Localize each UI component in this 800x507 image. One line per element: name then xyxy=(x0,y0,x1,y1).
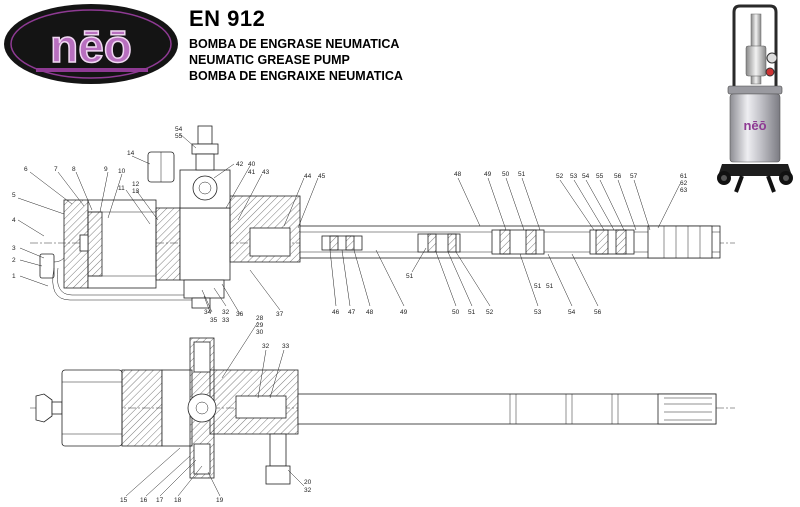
svg-text:12: 12 xyxy=(132,181,140,188)
svg-text:45: 45 xyxy=(318,173,326,180)
svg-text:9: 9 xyxy=(104,166,108,173)
model-number: EN 912 xyxy=(189,6,266,31)
title-catalan: BOMBA DE ENGRAIXE NEUMATICA xyxy=(189,69,403,83)
top-section-view: 6 5 4 3 2 1 7 8 9 10 11 12 13 14 54 55 4… xyxy=(12,125,735,324)
svg-text:17: 17 xyxy=(156,497,164,504)
neo-logo: nēō xyxy=(4,4,178,84)
svg-text:34: 34 xyxy=(204,309,212,316)
svg-text:43: 43 xyxy=(262,169,270,176)
svg-text:30: 30 xyxy=(256,329,264,336)
svg-text:8: 8 xyxy=(72,166,76,173)
svg-text:19: 19 xyxy=(216,497,224,504)
title-spanish: BOMBA DE ENGRASE NEUMATICA xyxy=(189,37,400,51)
svg-text:47: 47 xyxy=(348,309,356,316)
svg-text:48: 48 xyxy=(454,171,462,178)
svg-text:51: 51 xyxy=(518,171,526,178)
svg-text:nēō: nēō xyxy=(50,20,132,72)
svg-text:57: 57 xyxy=(630,173,638,180)
svg-text:33: 33 xyxy=(222,317,230,324)
svg-text:56: 56 xyxy=(614,173,622,180)
svg-text:54: 54 xyxy=(175,126,183,133)
svg-text:33: 33 xyxy=(282,343,290,350)
svg-text:42: 42 xyxy=(236,161,244,168)
technical-drawing: 6 5 4 3 2 1 7 8 9 10 11 12 13 14 54 55 4… xyxy=(12,125,735,504)
product-photo: nēō xyxy=(717,4,793,193)
svg-text:7: 7 xyxy=(54,166,58,173)
bottom-view: 28 29 30 32 33 15 16 17 18 19 20 32 xyxy=(30,315,735,504)
svg-text:3: 3 xyxy=(12,245,16,252)
svg-text:29: 29 xyxy=(256,322,264,329)
svg-text:52: 52 xyxy=(556,173,564,180)
svg-text:32: 32 xyxy=(222,309,230,316)
header: nēō EN 912 BOMBA DE ENGRASE NEUMATICA NE… xyxy=(0,0,800,193)
svg-text:10: 10 xyxy=(118,168,126,175)
svg-text:63: 63 xyxy=(680,187,688,194)
svg-text:20: 20 xyxy=(304,479,312,486)
svg-text:18: 18 xyxy=(174,497,182,504)
svg-text:35: 35 xyxy=(210,317,218,324)
svg-text:62: 62 xyxy=(680,180,688,187)
svg-text:49: 49 xyxy=(484,171,492,178)
svg-text:5: 5 xyxy=(12,192,16,199)
svg-text:14: 14 xyxy=(127,150,135,157)
svg-text:50: 50 xyxy=(502,171,510,178)
callouts-top: 6 5 4 3 2 1 7 8 9 10 11 12 13 14 54 55 4… xyxy=(12,126,688,324)
svg-text:32: 32 xyxy=(262,343,270,350)
svg-text:1: 1 xyxy=(12,273,16,280)
svg-text:54: 54 xyxy=(582,173,590,180)
svg-text:51: 51 xyxy=(534,283,542,290)
svg-text:32: 32 xyxy=(304,487,312,494)
svg-text:nēō: nēō xyxy=(743,118,766,133)
svg-text:51: 51 xyxy=(406,273,414,280)
svg-text:46: 46 xyxy=(332,309,340,316)
svg-text:40: 40 xyxy=(248,161,256,168)
svg-text:61: 61 xyxy=(680,173,688,180)
svg-text:53: 53 xyxy=(534,309,542,316)
svg-text:55: 55 xyxy=(596,173,604,180)
svg-text:28: 28 xyxy=(256,315,264,322)
svg-text:50: 50 xyxy=(452,309,460,316)
svg-text:11: 11 xyxy=(118,185,125,192)
svg-text:2: 2 xyxy=(12,257,16,264)
svg-text:52: 52 xyxy=(486,309,494,316)
svg-text:41: 41 xyxy=(248,169,256,176)
svg-text:56: 56 xyxy=(594,309,602,316)
svg-text:6: 6 xyxy=(24,166,28,173)
svg-text:36: 36 xyxy=(236,311,244,318)
svg-text:51: 51 xyxy=(468,309,476,316)
title-english: NEUMATIC GREASE PUMP xyxy=(189,53,350,67)
callouts-bottom: 28 29 30 32 33 15 16 17 18 19 20 32 xyxy=(120,315,312,504)
svg-text:37: 37 xyxy=(276,311,284,318)
svg-text:51: 51 xyxy=(546,283,554,290)
svg-text:16: 16 xyxy=(140,497,148,504)
svg-text:53: 53 xyxy=(570,173,578,180)
svg-text:15: 15 xyxy=(120,497,128,504)
svg-text:4: 4 xyxy=(12,217,16,224)
svg-text:49: 49 xyxy=(400,309,408,316)
svg-text:54: 54 xyxy=(568,309,576,316)
svg-text:55: 55 xyxy=(175,133,183,140)
svg-text:48: 48 xyxy=(366,309,374,316)
svg-text:44: 44 xyxy=(304,173,312,180)
svg-text:13: 13 xyxy=(132,188,140,195)
